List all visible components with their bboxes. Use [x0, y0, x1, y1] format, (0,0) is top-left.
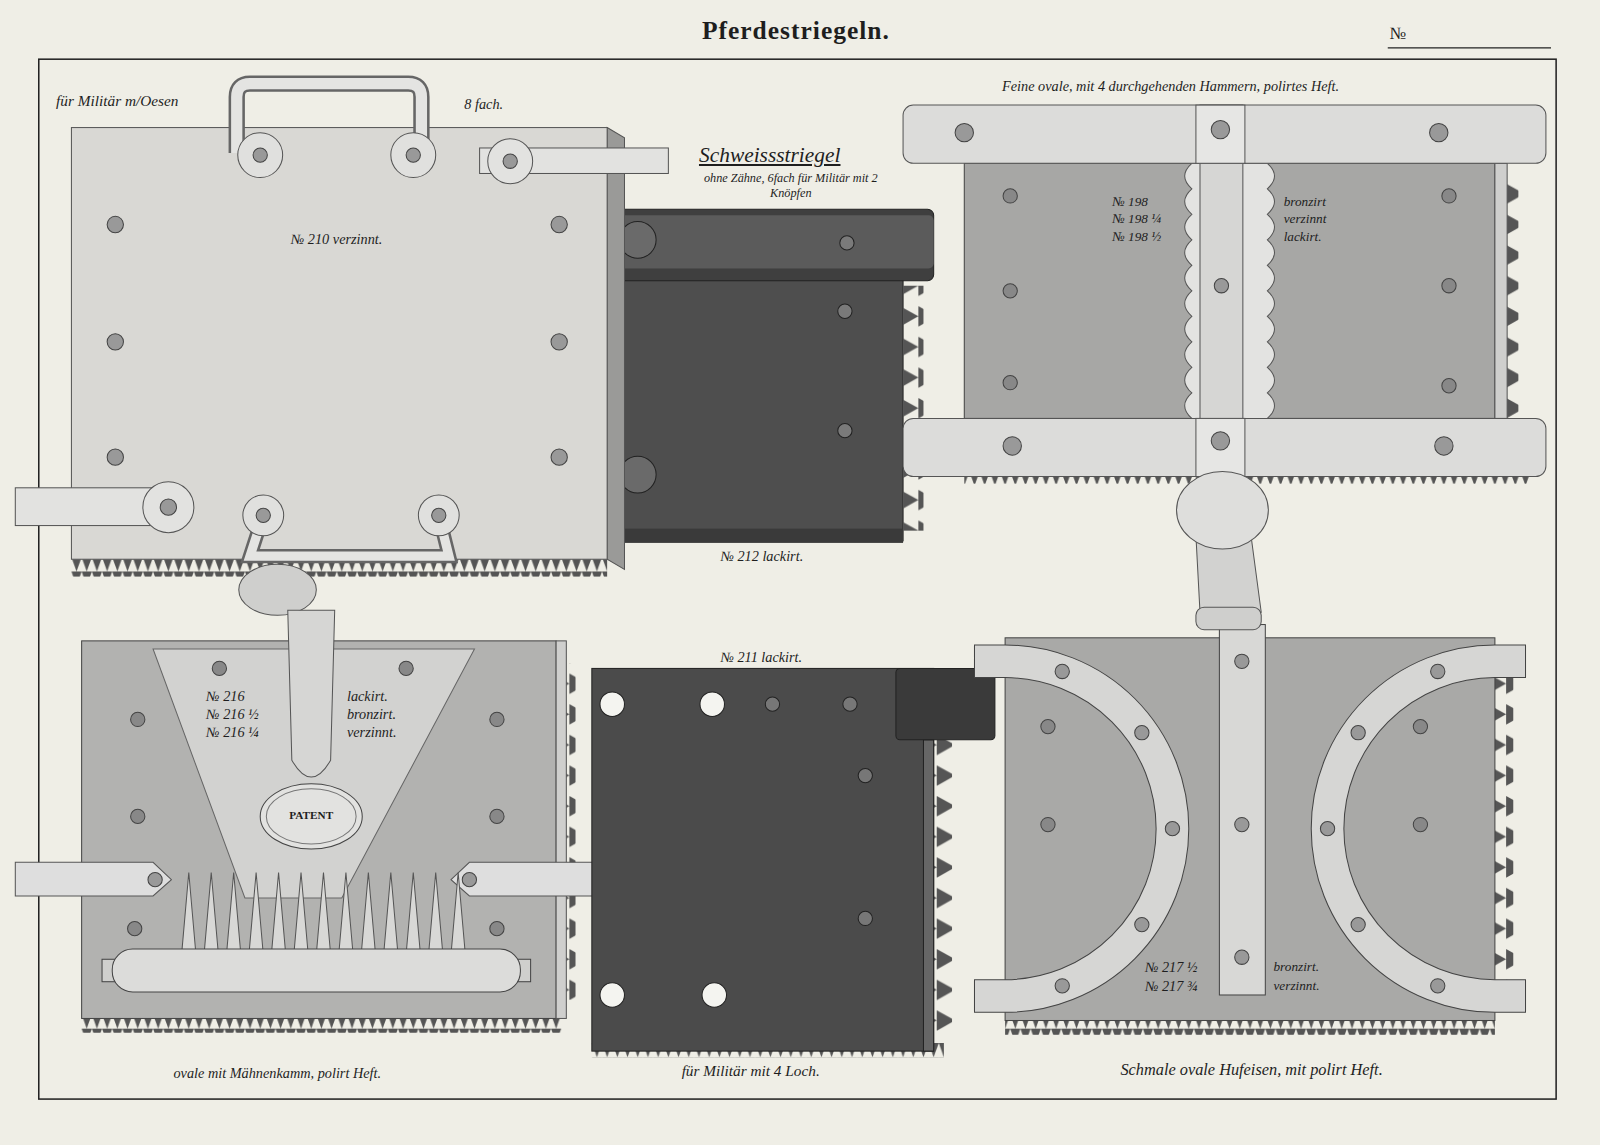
group-heading: für Militär m/Oesen	[56, 92, 178, 110]
plate-frame	[39, 59, 1556, 1099]
sweat-scraper	[617, 209, 933, 543]
patent-stamp: PATENT	[289, 809, 333, 822]
comb-handle	[1177, 471, 1269, 629]
item-number: № 216 ½	[206, 706, 259, 722]
item-caption: ovale mit Mähnenkamm, polirt Heft.	[173, 1065, 381, 1081]
military-comb-211	[592, 668, 995, 1057]
finish-note: bronzirt	[1284, 194, 1326, 209]
item-number: № 210 verzinnt.	[291, 231, 383, 247]
finish-note: lackirt.	[347, 688, 388, 704]
item-heading: Schweissstriegel	[699, 143, 841, 168]
oval-comb-198	[903, 105, 1546, 484]
item-number: № 211 lackirt.	[720, 649, 802, 665]
item-caption: Schmale ovale Hufeisen, mit polirt Heft.	[1120, 1061, 1382, 1080]
military-comb-210	[15, 84, 668, 577]
item-number: № 212 lackirt.	[720, 548, 803, 564]
horseshoe-comb-217	[974, 625, 1525, 1035]
finish-note: verzinnt.	[1273, 978, 1319, 993]
item-number: № 216	[206, 688, 244, 704]
finish-note: bronzirt.	[347, 706, 396, 722]
finish-note: verzinnt.	[347, 724, 397, 740]
item-number: № 217 ½	[1145, 959, 1198, 975]
item-number: № 198 ½	[1112, 229, 1161, 244]
comb-handle	[239, 564, 335, 777]
item-caption: für Militär mit 4 Loch.	[682, 1062, 820, 1080]
item-number: № 217 ¾	[1145, 978, 1198, 994]
page-title: Pferdestriegeln.	[702, 16, 890, 45]
number-field: №	[1390, 24, 1407, 44]
group-heading: 8 fach.	[464, 96, 503, 112]
item-number: № 198	[1112, 194, 1148, 209]
item-number: № 198 ¼	[1112, 211, 1161, 226]
finish-note: bronzirt.	[1273, 959, 1319, 974]
item-note: ohne Zähne, 6fach für Militär mit 2 Knöp…	[694, 171, 888, 199]
finish-note: verzinnt	[1284, 211, 1327, 226]
item-number: № 216 ¼	[206, 724, 259, 740]
item-heading: Feine ovale, mit 4 durchgehenden Hammern…	[1002, 78, 1339, 94]
finish-note: lackirt.	[1284, 229, 1322, 244]
number-rule	[1388, 47, 1551, 48]
